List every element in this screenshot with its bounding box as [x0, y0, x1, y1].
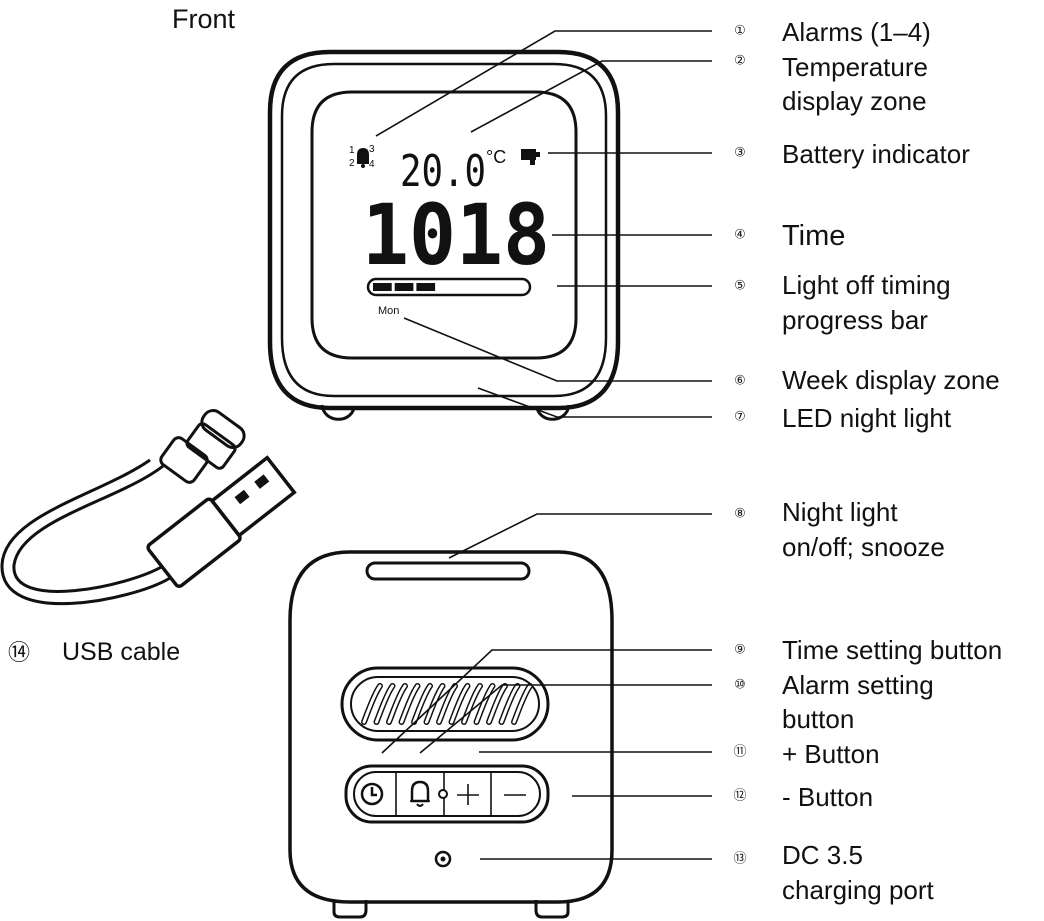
plus-icon: [457, 784, 479, 805]
callout-label-1: Alarms (1–4): [782, 17, 931, 47]
callout-num-11: ⑪: [733, 745, 746, 760]
callout-num-6: ⑥: [734, 374, 746, 389]
light-off-progress-bar: [366, 277, 532, 297]
callout-label-12: - Button: [782, 782, 873, 812]
usb-cable: ⑭ USB cable: [0, 409, 297, 666]
grille-slot-highlight: [512, 684, 532, 724]
battery-icon: [521, 149, 540, 165]
plus-button[interactable]: [457, 784, 479, 805]
speaker-grille-outer: [340, 666, 550, 742]
usb-cable-wire: [12, 464, 164, 593]
alarm-setting-button[interactable]: [410, 780, 430, 807]
temperature-unit: °C: [486, 147, 506, 167]
grille-slot-highlight: [450, 684, 469, 724]
back-foot-right: [534, 900, 570, 919]
bell-icon: [357, 148, 369, 168]
clock-icon: [360, 782, 384, 806]
weekday-display: Mon: [378, 305, 399, 317]
callout-label-10a: Alarm setting: [782, 670, 934, 700]
night-light-switch[interactable]: [365, 561, 531, 581]
grille-slot-highlight: [475, 684, 494, 724]
callout-labels: Alarms (1–4) Temperature display zone Ba…: [782, 17, 1002, 905]
callout-label-5a: Light off timing: [782, 270, 951, 300]
callout-num-8: ⑧: [734, 507, 746, 522]
alarm-digit-3: 3: [369, 144, 375, 155]
leader-lines: [375, 30, 712, 860]
grille-slot-highlight: [412, 684, 432, 724]
callout-numbers: ① ② ③ ④ ⑤ ⑥ ⑦ ⑧ ⑨ ⑩ ⑪ ⑫ ⑬: [733, 24, 746, 867]
grille-slot-highlight: [500, 684, 519, 724]
back-body: [288, 550, 614, 904]
usb-cable-label: USB cable: [62, 638, 180, 666]
callout-num-5: ⑤: [734, 279, 746, 294]
charging-port-icon[interactable]: [434, 850, 452, 868]
alarm-digit-4: 4: [369, 159, 375, 170]
callout-label-9: Time setting button: [782, 635, 1002, 665]
grille-slot-highlight: [437, 684, 457, 724]
temperature-value: 20.0: [400, 146, 486, 197]
progress-segments: [373, 283, 436, 291]
callout-num-2: ②: [734, 54, 746, 69]
usb-cable-number: ⑭: [8, 640, 30, 665]
callout-label-4: Time: [782, 220, 845, 252]
callout-label-5b: progress bar: [782, 305, 928, 335]
callout-num-12: ⑫: [733, 789, 746, 804]
callout-num-10: ⑩: [734, 678, 746, 693]
callout-num-1: ①: [734, 24, 746, 39]
speaker-grille-inner: [350, 676, 540, 732]
callout-num-9: ⑨: [734, 643, 746, 658]
usb-plug-metal: [209, 455, 297, 538]
grille-slot-highlight: [387, 684, 407, 724]
callout-label-6: Week display zone: [782, 365, 1000, 395]
callout-num-4: ④: [734, 228, 746, 243]
back-foot-left: [332, 900, 368, 919]
callout-label-7: LED night light: [782, 403, 952, 433]
grille-slot-highlight: [400, 684, 419, 724]
callout-label-13b: charging port: [782, 875, 935, 905]
callout-num-13: ⑬: [733, 852, 746, 867]
callout-num-3: ③: [734, 146, 746, 161]
button-panel: [344, 764, 550, 824]
speaker-grille-slots: [361, 683, 533, 725]
front-body-outer: [267, 49, 621, 411]
alarm-digit-1: 1: [349, 145, 355, 156]
callout-label-2b: display zone: [782, 86, 927, 116]
time-display: 1018: [362, 186, 550, 284]
front-body-inner: [280, 62, 608, 398]
callout-label-13a: DC 3.5: [782, 840, 863, 870]
grille-slot-highlight: [375, 684, 394, 724]
callout-label-10b: button: [782, 704, 854, 734]
callout-label-2a: Temperature: [782, 52, 928, 82]
alarm-bell-icon: [410, 780, 430, 807]
callout-num-7: ⑦: [734, 410, 746, 425]
callout-label-8a: Night light: [782, 497, 898, 527]
callout-label-3: Battery indicator: [782, 139, 970, 169]
lcd-screen: [310, 90, 578, 360]
progress-segment: [373, 283, 392, 291]
alarm-led-dot: [438, 789, 448, 799]
progress-segment: [394, 283, 414, 291]
clock-back: [288, 550, 614, 919]
clock-front: 1 2 3 4 20.0 °C 1018 Mon: [267, 49, 621, 421]
time-setting-button[interactable]: [360, 782, 384, 806]
grille-slot-highlight: [425, 684, 444, 724]
callout-label-8b: on/off; snooze: [782, 532, 945, 562]
callout-label-11: + Button: [782, 739, 880, 769]
grille-slot-highlight: [462, 684, 482, 724]
heading-front: Front: [172, 4, 236, 34]
grille-slot-highlight: [487, 684, 507, 724]
grille-slot-highlight: [362, 684, 382, 724]
progress-segment: [416, 283, 436, 291]
usb-plug-body: [146, 497, 242, 589]
alarm-digit-2: 2: [349, 158, 355, 169]
